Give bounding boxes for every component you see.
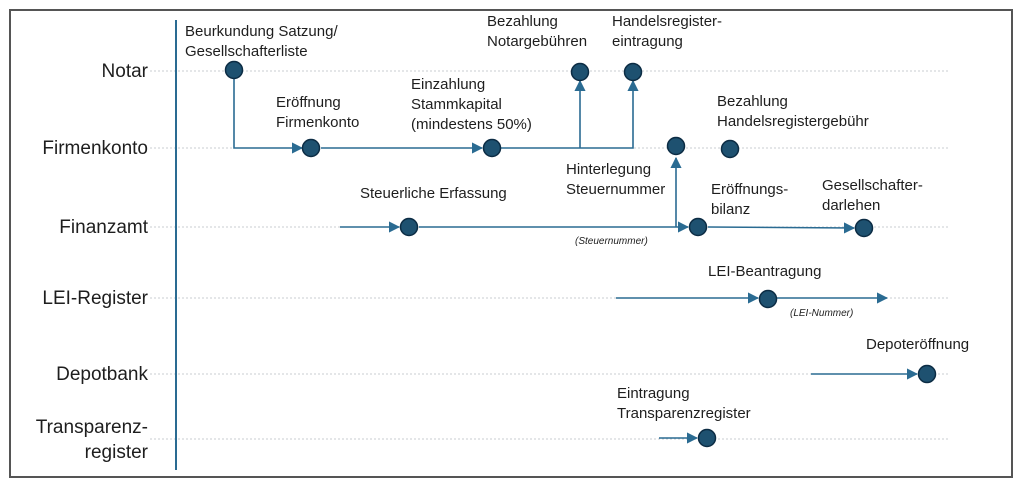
label-einzahlung-2: Stammkapital — [411, 96, 502, 113]
label-eroeffnung-2: Firmenkonto — [276, 114, 359, 131]
label-beurkundung-2: Gesellschafterliste — [185, 43, 308, 60]
node-hinterlegung — [666, 136, 686, 156]
lane-label-depotbank: Depotbank — [56, 364, 148, 385]
lane-label-firmenkonto: Firmenkonto — [42, 138, 148, 159]
label-lei-nummer: (LEI-Nummer) — [790, 308, 853, 319]
node-beurkundung — [224, 60, 244, 80]
flow-beurkundung-to-eroeffnung — [233, 79, 304, 154]
node-steuerliche — [399, 217, 419, 237]
label-hinterlegung-1: Hinterlegung — [566, 161, 651, 178]
label-notargebuehren-1: Bezahlung — [487, 13, 558, 30]
node-einzahlung — [482, 138, 502, 158]
label-hinterlegung-2: Steuernummer — [566, 181, 665, 198]
node-transparenz — [697, 428, 717, 448]
label-steuerliche: Steuerliche Erfassung — [360, 185, 507, 202]
label-steuernummer: (Steuernummer) — [575, 236, 648, 247]
node-depoteroeffnung — [917, 364, 937, 384]
lane-label-transparenz-2: register — [85, 442, 149, 463]
label-transparenz-2: Transparenzregister — [617, 405, 751, 422]
label-transparenz-1: Eintragung — [617, 385, 690, 402]
flow-bilanz-to-darlehen — [707, 222, 856, 234]
label-beurkundung-1: Beurkundung Satzung/ — [185, 23, 338, 40]
label-eroeffnungsbilanz-1: Eröffnungs- — [711, 181, 788, 198]
label-eroeffnungsbilanz-2: bilanz — [711, 201, 750, 218]
label-depoteroeffnung: Depoteröffnung — [866, 336, 969, 353]
node-eroeffnung-firmenkonto — [301, 138, 321, 158]
label-notargebuehren-2: Notargebühren — [487, 33, 587, 50]
lane-label-lei: LEI-Register — [42, 288, 148, 309]
label-darlehen-2: darlehen — [822, 197, 880, 214]
label-hr-gebuehr-2: Handelsregistergebühr — [717, 113, 869, 130]
node-hr-gebuehr — [720, 139, 740, 159]
lane-label-notar: Notar — [102, 61, 149, 82]
node-hr-eintragung — [623, 62, 643, 82]
node-eroeffnungsbilanz — [688, 217, 708, 237]
label-lei-beantragung: LEI-Beantragung — [708, 263, 821, 280]
node-darlehen — [854, 218, 874, 238]
label-einzahlung-3: (mindestens 50%) — [411, 116, 532, 133]
label-einzahlung-1: Einzahlung — [411, 76, 485, 93]
label-darlehen-1: Gesellschafter- — [822, 177, 923, 194]
label-hr-eintragung-2: eintragung — [612, 33, 683, 50]
lane-label-transparenz-1: Transparenz- — [36, 417, 148, 438]
flow-einzahlung-to-hr — [501, 79, 639, 149]
label-eroeffnung-1: Eröffnung — [276, 94, 341, 111]
lane-label-finanzamt: Finanzamt — [59, 217, 148, 238]
node-lei-beantragung — [758, 289, 778, 309]
node-notargebuehren — [570, 62, 590, 82]
label-hr-gebuehr-1: Bezahlung — [717, 93, 788, 110]
label-hr-eintragung-1: Handelsregister- — [612, 13, 722, 30]
